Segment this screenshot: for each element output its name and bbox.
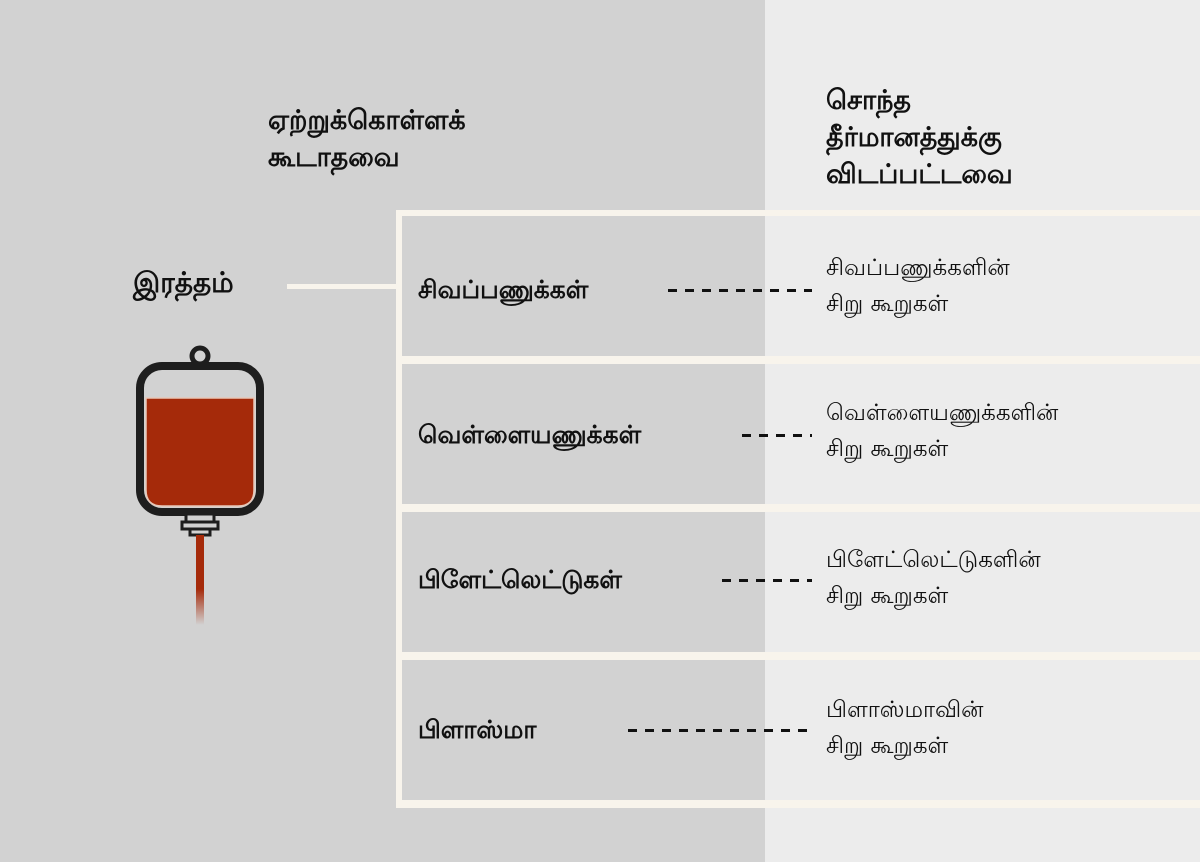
- heading-personal-decision: சொந்த தீர்மானத்துக்கு விடப்பட்டவை: [826, 82, 1013, 193]
- fraction-label: பிளேட்லெட்டுகளின் சிறு கூறுகள்: [826, 542, 1041, 614]
- fraction-line: பிளேட்லெட்டுகளின்: [826, 547, 1041, 573]
- fraction-line: சிவப்பணுக்களின்: [826, 255, 1010, 281]
- fraction-label: வெள்ளையணுக்களின் சிறு கூறுகள்: [826, 395, 1058, 467]
- dashed-connector: [668, 289, 812, 292]
- source-label-blood: இரத்தம்: [133, 266, 234, 299]
- table-row-plasma: பிளாஸ்மா பிளாஸ்மாவின் சிறு கூறுகள்: [402, 660, 1200, 800]
- table-row-white-cells: வெள்ளையணுக்கள் வெள்ளையணுக்களின் சிறு கூற…: [402, 364, 1200, 504]
- component-cell: [402, 364, 765, 504]
- fraction-line: சிறு கூறுகள்: [826, 733, 949, 759]
- component-label: சிவப்பணுக்கள்: [418, 275, 589, 304]
- fraction-cell: [765, 216, 1200, 356]
- fraction-line: பிளாஸ்மாவின்: [826, 697, 984, 723]
- heading-line: கூடாதவை: [268, 142, 400, 173]
- heading-line: ஏற்றுக்கொள்ளக்: [268, 105, 466, 136]
- component-label: பிளேட்லெட்டுகள்: [418, 565, 622, 594]
- fraction-cell: [765, 512, 1200, 652]
- table-row-red-cells: சிவப்பணுக்கள் சிவப்பணுக்களின் சிறு கூறுக…: [402, 216, 1200, 356]
- heading-line: விடப்பட்டவை: [826, 159, 1013, 190]
- fraction-cell: [765, 660, 1200, 800]
- table-row-platelets: பிளேட்லெட்டுகள் பிளேட்லெட்டுகளின் சிறு க…: [402, 512, 1200, 652]
- source-connector-line: [287, 284, 399, 289]
- component-label: பிளாஸ்மா: [418, 715, 537, 744]
- dashed-connector: [742, 434, 812, 437]
- heading-not-acceptable: ஏற்றுக்கொள்ளக் கூடாதவை: [268, 102, 466, 176]
- component-cell: [402, 512, 765, 652]
- fraction-label: சிவப்பணுக்களின் சிறு கூறுகள்: [826, 250, 1010, 322]
- component-label: வெள்ளையணுக்கள்: [418, 420, 642, 449]
- blood-bag-icon: [136, 345, 264, 625]
- fraction-label: பிளாஸ்மாவின் சிறு கூறுகள்: [826, 692, 983, 764]
- fraction-line: சிறு கூறுகள்: [826, 291, 949, 317]
- component-cell: [402, 216, 765, 356]
- components-table: சிவப்பணுக்கள் சிவப்பணுக்களின் சிறு கூறுக…: [396, 210, 1200, 808]
- fraction-line: சிறு கூறுகள்: [826, 436, 949, 462]
- heading-line: தீர்மானத்துக்கு: [826, 122, 1002, 153]
- heading-line: சொந்த: [826, 85, 911, 116]
- fraction-line: சிறு கூறுகள்: [826, 583, 949, 609]
- dashed-connector: [722, 579, 812, 582]
- dashed-connector: [628, 729, 812, 732]
- fraction-line: வெள்ளையணுக்களின்: [826, 400, 1059, 426]
- fraction-cell: [765, 364, 1200, 504]
